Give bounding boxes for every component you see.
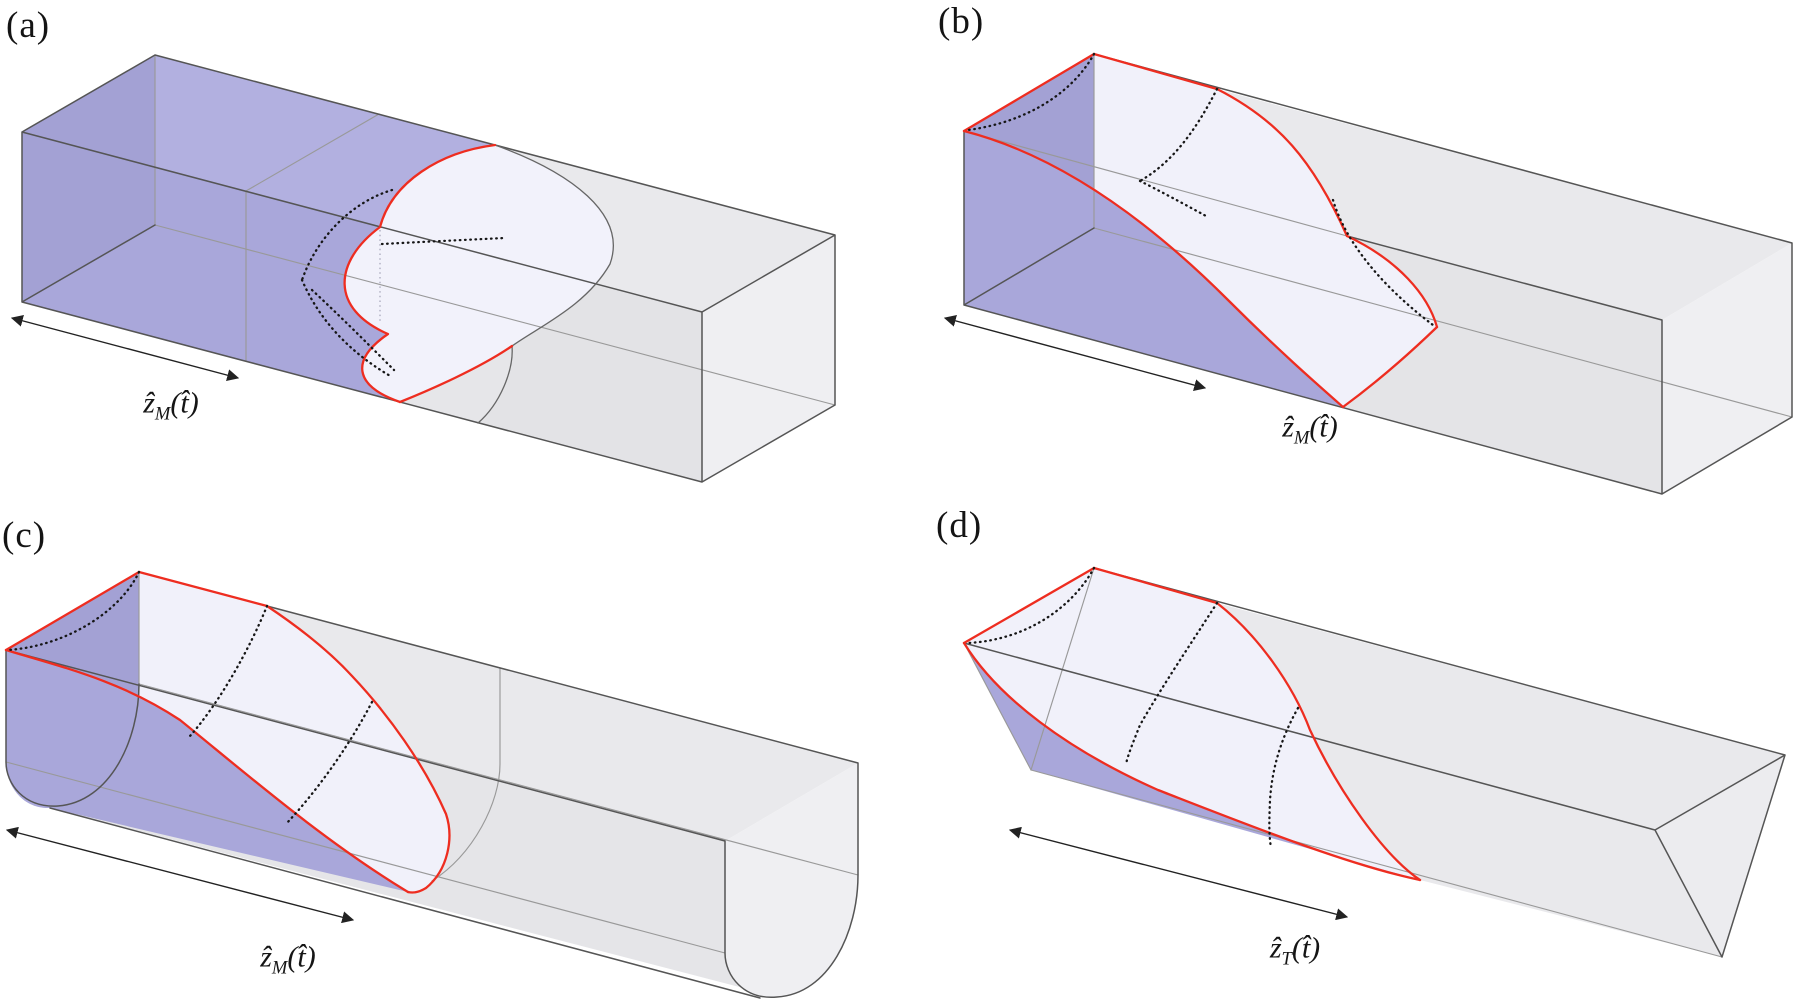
duct-outline bbox=[5, 571, 859, 999]
axis-args: (t̂) bbox=[1309, 410, 1338, 444]
dotted-section-arc-1 bbox=[6, 570, 141, 652]
melt-interface-surface bbox=[344, 145, 614, 423]
hidden-back-bottom-edge bbox=[154, 224, 836, 406]
panel-d: (d) ẑT(t̂) bbox=[828, 440, 1798, 1004]
axis-args: (t̂) bbox=[1291, 931, 1321, 965]
front-trace-front-wall bbox=[343, 225, 402, 404]
axis-var: ẑ bbox=[143, 386, 155, 420]
panel-c-axis-label: ẑM(t̂) bbox=[260, 941, 316, 980]
axis-subscript: T bbox=[1281, 948, 1292, 970]
dotted-section-arc-1 bbox=[966, 52, 1096, 132]
hidden-edges bbox=[963, 53, 1793, 418]
hidden-edges bbox=[5, 571, 859, 954]
interface-silhouette-upper bbox=[494, 144, 614, 347]
axis-args: (t̂) bbox=[287, 940, 316, 974]
panel-b-axis-label: ẑM(t̂) bbox=[1282, 411, 1338, 450]
interface-section-curves bbox=[300, 188, 507, 379]
panel-a-tag: (a) bbox=[6, 5, 51, 46]
axis-subscript: M bbox=[154, 403, 171, 425]
panel-a-axis-label: ẑM(t̂) bbox=[143, 387, 199, 426]
solid-tongue-front bbox=[400, 346, 513, 423]
panel-b-tag: (b) bbox=[938, 1, 985, 42]
duct-far-end-face bbox=[725, 763, 858, 998]
melt-length-arrow bbox=[5, 826, 355, 924]
valley-bottom-edge bbox=[1030, 769, 1723, 958]
inlet-front-edge bbox=[963, 642, 1032, 771]
liquid-wetted-walls bbox=[964, 54, 1343, 407]
front-trace-inlet-top-edge bbox=[962, 52, 1096, 133]
melt-front-contact-lines bbox=[343, 143, 514, 404]
duct-far-end-face bbox=[702, 235, 835, 482]
front-top-edge-through-interface bbox=[963, 130, 1348, 237]
melt-interface-surface bbox=[964, 568, 1420, 880]
front-trace-inlet-top-edge bbox=[4, 570, 141, 652]
axis-var: ẑ bbox=[1282, 410, 1294, 444]
dotted-section-arc-3 bbox=[380, 236, 507, 246]
axis-var: ẑ bbox=[260, 940, 272, 974]
duct-far-end-face bbox=[1662, 243, 1792, 494]
melt-length-arrow bbox=[943, 315, 1207, 391]
interface-section-curves bbox=[6, 570, 374, 826]
melt-front-contact-lines bbox=[962, 52, 1439, 409]
dotted-section-arc-2 bbox=[300, 278, 394, 379]
dotted-section-arc-2 bbox=[1124, 601, 1219, 766]
panel-c: (c) ẑM(t̂) bbox=[0, 440, 900, 1004]
dotted-section-arc-4 bbox=[1331, 198, 1435, 327]
front-trace-inlet-top-edge bbox=[962, 566, 1096, 645]
interface-section-curves bbox=[966, 52, 1435, 327]
axis-var: ẑ bbox=[1269, 931, 1282, 965]
front-trace-back-top-edge bbox=[1092, 52, 1219, 91]
duct-outline bbox=[963, 53, 1793, 495]
hidden-edges bbox=[154, 54, 836, 406]
duct-solid-faces bbox=[1217, 603, 1785, 957]
marker-section-outline bbox=[431, 667, 501, 882]
axis-subscript: M bbox=[271, 957, 288, 979]
panel-c-tag: (c) bbox=[2, 515, 47, 556]
interface-silhouette-lower bbox=[477, 345, 513, 424]
dotted-section-arc-2 bbox=[1138, 87, 1219, 183]
melt-length-arrow bbox=[1008, 826, 1349, 921]
front-trace-front-wall bbox=[962, 129, 1345, 409]
dotted-section-arc-2 bbox=[188, 604, 269, 738]
duct-outline bbox=[963, 567, 1786, 958]
panel-d-figure bbox=[962, 566, 1786, 958]
front-trace-back-top-edge bbox=[137, 570, 269, 608]
front-trace-top-wall bbox=[1215, 87, 1349, 238]
duct-solid-faces bbox=[1217, 89, 1792, 494]
panel-b-figure bbox=[943, 52, 1793, 495]
wetted-front-wall bbox=[964, 643, 1420, 880]
dotted-section-arc-1 bbox=[966, 566, 1096, 645]
front-crease-edge bbox=[5, 761, 726, 954]
melt-front-contact-lines bbox=[962, 566, 1422, 882]
hidden-back-bottom-edge bbox=[1093, 227, 1793, 418]
front-trace-lower-front-wall bbox=[1341, 325, 1439, 409]
inlet-end-face bbox=[22, 55, 155, 302]
marker-plane-top-line bbox=[245, 113, 380, 192]
panel-d-axis-label: ẑT(t̂) bbox=[1270, 932, 1320, 971]
duct-top-face bbox=[1217, 89, 1792, 320]
dotted-section-arc-3 bbox=[284, 700, 374, 826]
wetted-front-face bbox=[964, 131, 1343, 407]
front-trace-back-wall bbox=[1215, 601, 1422, 882]
interface-section-curves bbox=[966, 566, 1300, 850]
groove-inner-walls bbox=[1217, 603, 1785, 957]
duct-front-face bbox=[1343, 236, 1662, 494]
duct-far-end-face bbox=[1655, 755, 1785, 957]
dotted-section-arc-3 bbox=[1138, 179, 1208, 218]
dotted-section-arc-4 bbox=[310, 288, 396, 372]
panel-a: (a) ẑM(t̂) bbox=[0, 0, 870, 500]
front-trace-back-top-edge bbox=[1092, 566, 1219, 605]
front-trace-top-wall bbox=[378, 143, 497, 229]
melt-length-arrow bbox=[10, 314, 240, 382]
axis-subscript: M bbox=[1293, 427, 1310, 449]
liquid-wetted-walls bbox=[22, 55, 495, 402]
front-trace-upper-front-wall bbox=[1345, 234, 1439, 329]
panel-d-tag: (d) bbox=[936, 505, 983, 546]
axis-args: (t̂) bbox=[170, 386, 199, 420]
front-trace-top-and-nose bbox=[265, 604, 451, 894]
panel-b: (b) ẑM(t̂) bbox=[828, 0, 1798, 500]
front-trace-bottom bbox=[398, 344, 514, 404]
panel-c-figure bbox=[4, 570, 859, 999]
panel-a-figure bbox=[10, 54, 836, 483]
